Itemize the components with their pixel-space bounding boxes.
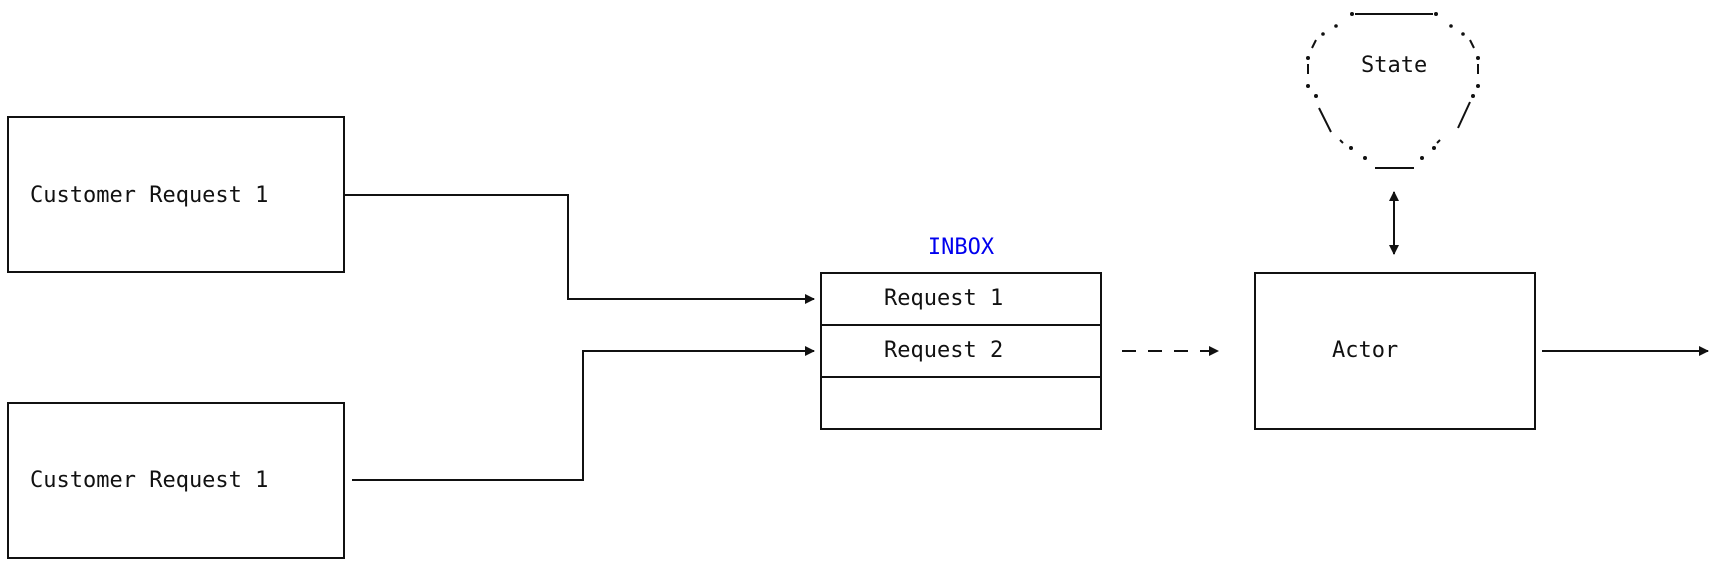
actor-box: Actor <box>1254 272 1536 430</box>
inbox-title: INBOX <box>928 235 995 260</box>
state-bubble-dots <box>1306 12 1480 160</box>
inbox-queue: Request 1 Request 2 <box>820 272 1102 430</box>
state-label: State <box>1361 53 1427 78</box>
connector-bottom-to-inbox <box>352 346 815 481</box>
customer-request-label-top: Customer Request 1 <box>30 183 268 208</box>
inbox-slot-1: Request 1 <box>884 286 1003 311</box>
customer-request-box-bottom: Customer Request 1 <box>7 402 345 559</box>
connector-top-to-inbox <box>344 194 815 304</box>
customer-request-box-top: Customer Request 1 <box>7 116 345 273</box>
actor-label: Actor <box>1332 338 1398 363</box>
customer-request-label-bottom: Customer Request 1 <box>30 468 268 493</box>
inbox-slot-2: Request 2 <box>884 338 1003 363</box>
state-bubble <box>1307 13 1479 169</box>
